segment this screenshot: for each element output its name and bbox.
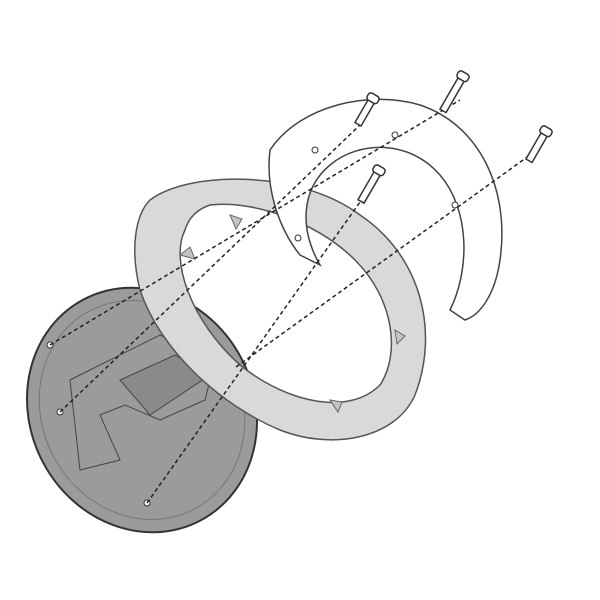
flange-hole bbox=[391, 131, 399, 139]
bolts bbox=[353, 70, 553, 205]
dashed-guide-lines bbox=[49, 99, 531, 504]
flange-hole bbox=[451, 201, 459, 209]
flange-hole bbox=[311, 146, 319, 154]
flange-hole bbox=[294, 234, 302, 242]
dashed-guide-line bbox=[235, 154, 531, 368]
flange-ring bbox=[268, 98, 503, 321]
bolt bbox=[438, 70, 470, 114]
bolt bbox=[524, 125, 553, 164]
bolt bbox=[356, 164, 386, 205]
bolt bbox=[353, 92, 380, 128]
dashed-guide-line bbox=[59, 124, 361, 413]
dashed-guide-line bbox=[49, 99, 461, 346]
